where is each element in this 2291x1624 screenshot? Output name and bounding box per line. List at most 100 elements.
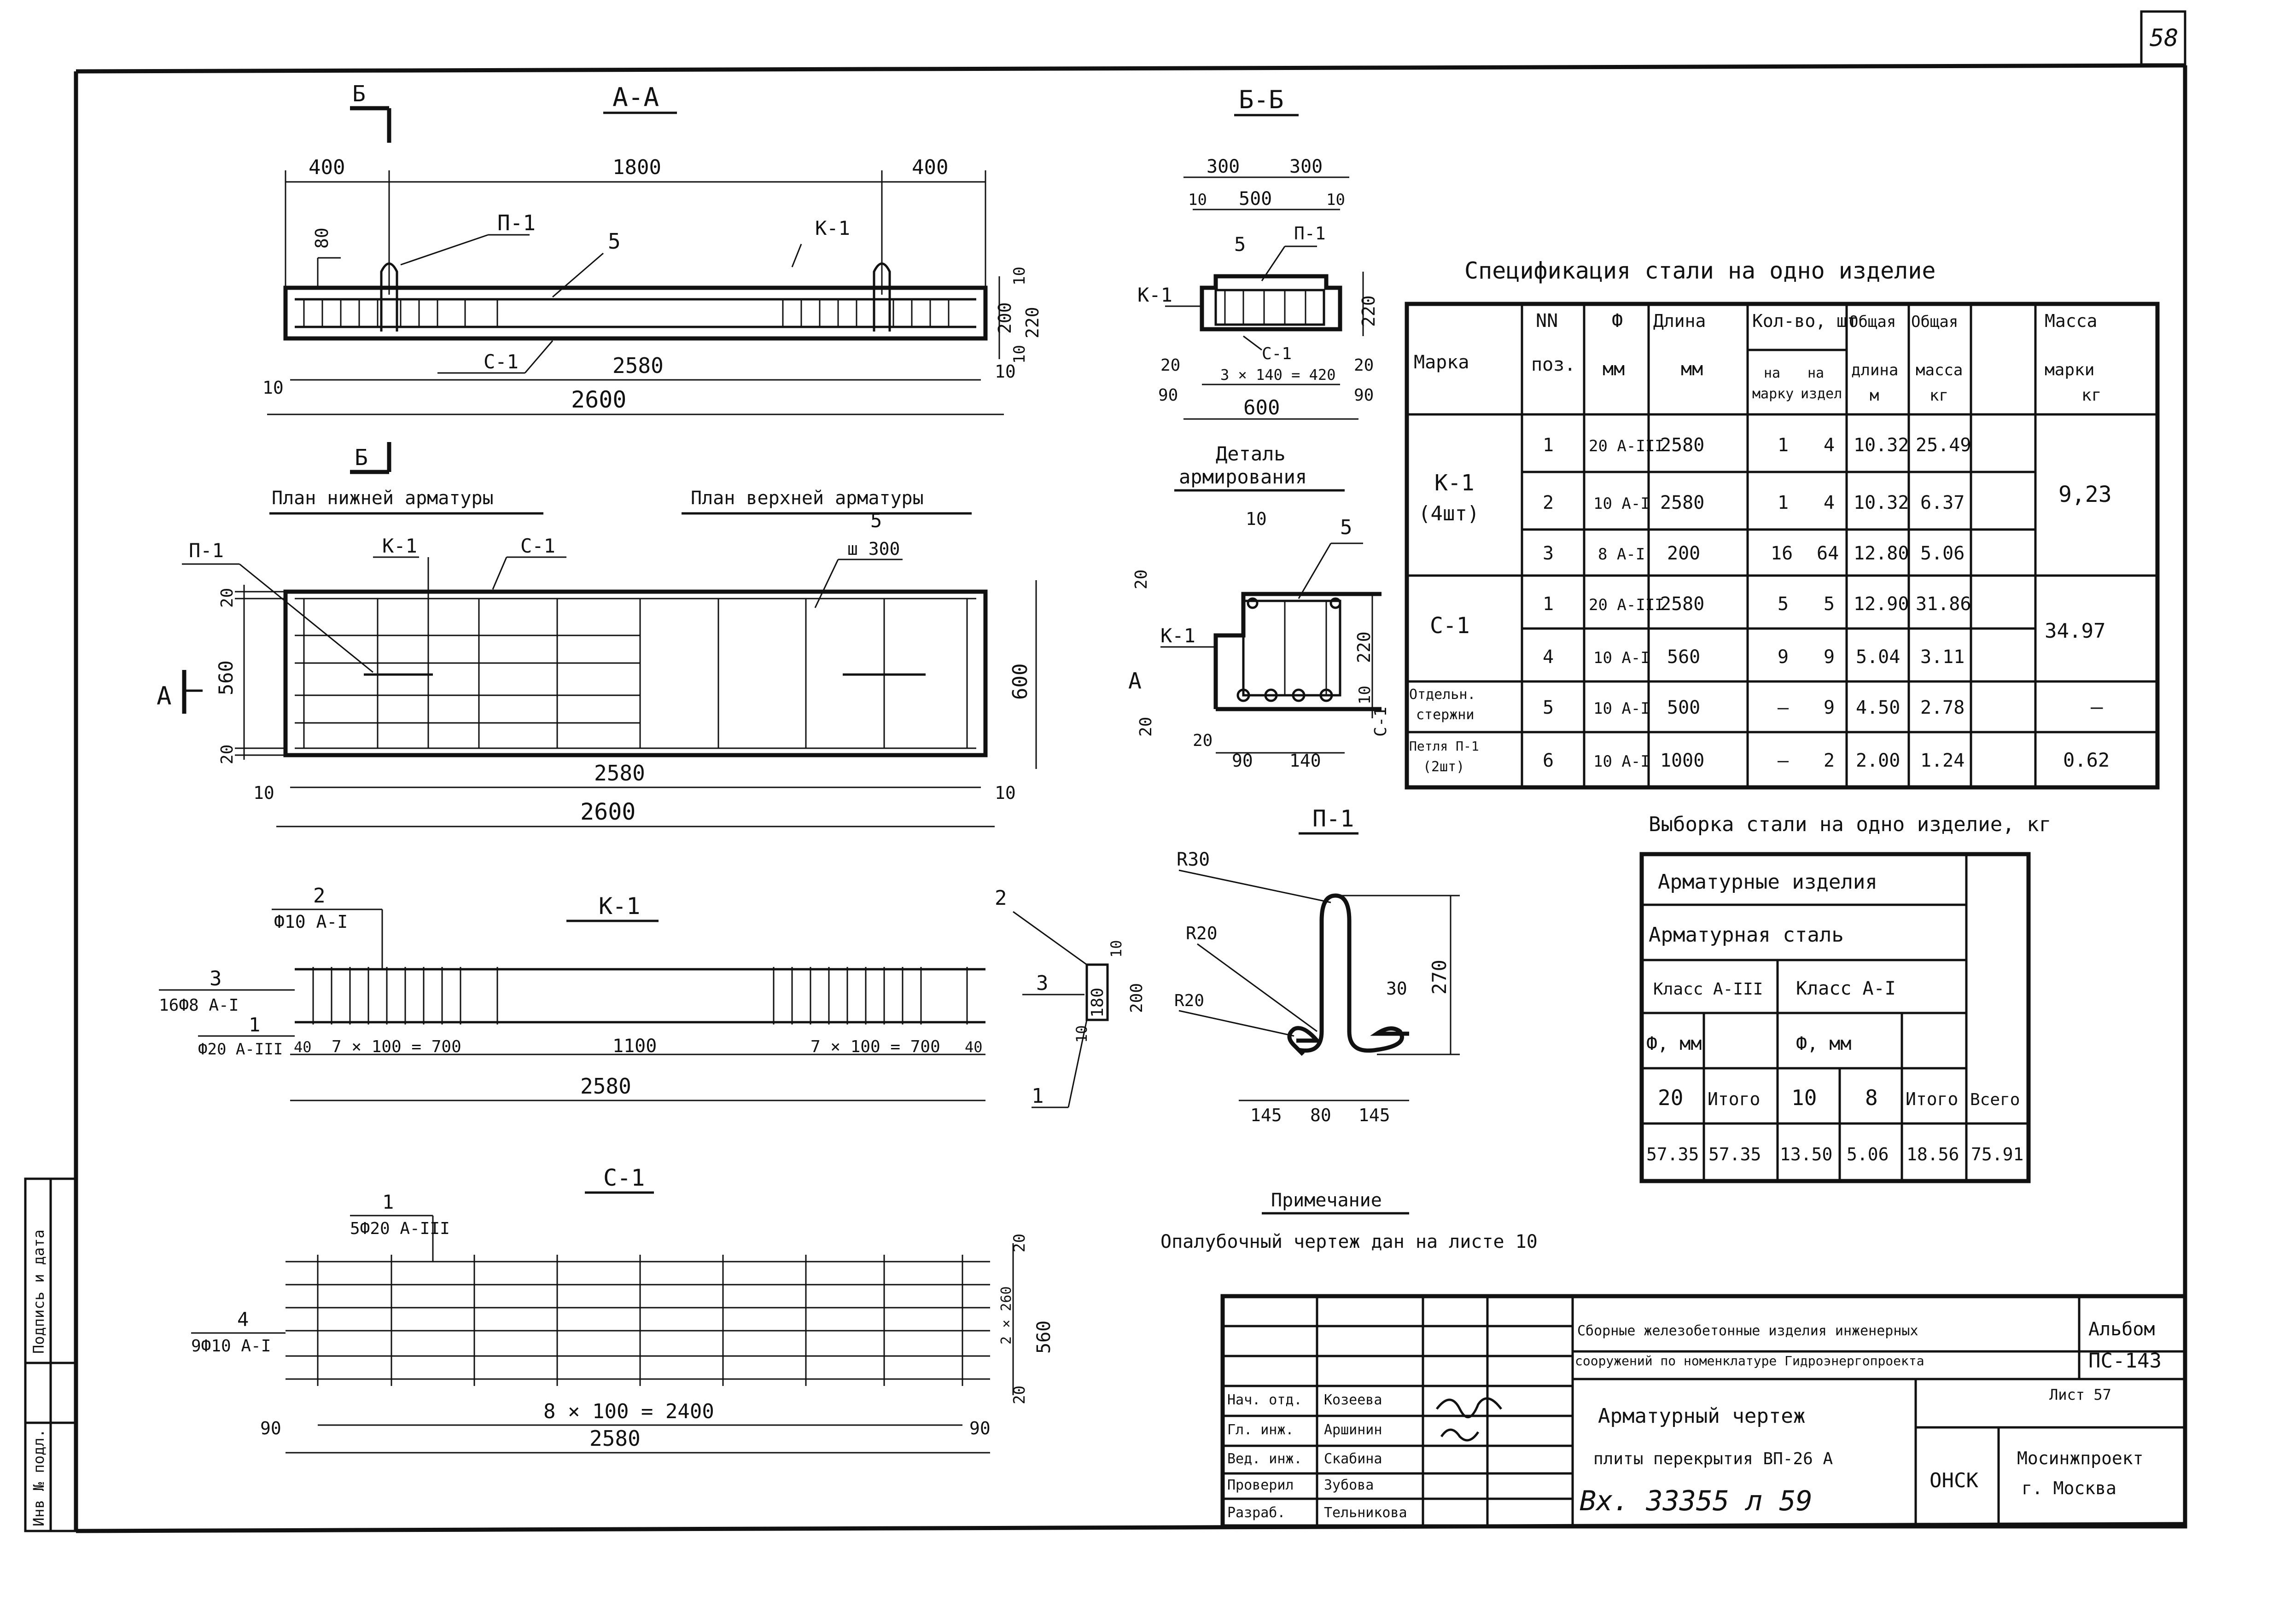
- plan-title-top: План верхней арматуры: [691, 488, 924, 509]
- svg-text:9: 9: [1824, 646, 1835, 668]
- svg-text:20 А-III: 20 А-III: [1589, 437, 1664, 455]
- svg-text:10.32: 10.32: [1854, 435, 1909, 456]
- spec-row-k1-3: 3 8 А-I 200 16 64 12.80 5.06: [1543, 543, 1965, 564]
- page-number: 58: [2150, 24, 2179, 52]
- detail-dim-20-top: 20: [1132, 570, 1151, 589]
- detail-dim-90: 90: [1232, 751, 1253, 771]
- svg-text:64: 64: [1817, 543, 1839, 564]
- selection-table: Выборка стали на одно изделие, кг Армату…: [1639, 813, 2051, 1183]
- selection-grand-total-label: Всего: [1970, 1090, 2020, 1109]
- signature-name-3: Скабина: [1324, 1451, 1382, 1467]
- title-block-project-1: Сборные железобетонные изделия инженерны…: [1577, 1323, 1918, 1339]
- spec-group-loop-mark-1: Петля П-1: [1409, 739, 1479, 754]
- svg-text:1.24: 1.24: [1920, 750, 1965, 771]
- section-bb-dim-90-right: 90: [1354, 386, 1374, 405]
- detail-title-2: армирования: [1179, 466, 1307, 488]
- section-bb-dim-300-right: 300: [1289, 156, 1323, 177]
- plan-cut-mark: Б: [355, 445, 368, 471]
- selection-dia-8: 8: [1865, 1085, 1878, 1110]
- frame-k1-callout-3-spec: 16Ф8 А-I: [159, 996, 239, 1015]
- section-bb-dim-500: 500: [1239, 188, 1272, 210]
- mesh-c1-dim-20-top: 20: [1010, 1234, 1029, 1252]
- section-aa-inner-length: 2580: [612, 353, 664, 378]
- detail-label-5: 5: [1340, 516, 1352, 539]
- detail-label-c1: С-1: [1371, 707, 1390, 737]
- spec-group-c1-mark: С-1: [1430, 613, 1470, 639]
- title-block: Сборные железобетонные изделия инженерны…: [1220, 1294, 2187, 1529]
- title-block-inventory: Вх. 33355 л 59: [1580, 1485, 1813, 1517]
- plan-end-gap-right: 10: [995, 783, 1016, 803]
- plan-dim-560: 560: [215, 660, 237, 695]
- detail-dim-10: 10: [1356, 686, 1374, 704]
- spec-header-total-len-2: длина: [1851, 361, 1898, 379]
- svg-text:2.00: 2.00: [1856, 750, 1900, 771]
- svg-text:10.32: 10.32: [1854, 492, 1909, 513]
- frame-k1-section-label-3: 3: [1036, 972, 1049, 995]
- svg-text:9: 9: [1778, 646, 1789, 668]
- loop-p1-radius-30: R30: [1177, 849, 1210, 870]
- title-block-album-1: Альбом: [2088, 1319, 2155, 1340]
- detail-label-a: А: [1128, 668, 1142, 694]
- frame-k1-section-label-2: 2: [995, 886, 1007, 910]
- section-bb-label-k1: К-1: [1137, 284, 1172, 306]
- loop-p1-hook-30: 30: [1386, 978, 1407, 999]
- spec-header-dia-2: мм: [1603, 359, 1625, 380]
- note-title: Примечание: [1271, 1190, 1382, 1211]
- signature-name-2: Аршинин: [1324, 1422, 1382, 1438]
- spec-header-mark: Марка: [1414, 352, 1469, 373]
- svg-text:20 А-III: 20 А-III: [1589, 596, 1664, 614]
- mesh-c1-dim-20-bottom: 20: [1010, 1385, 1029, 1404]
- svg-text:1000: 1000: [1660, 750, 1704, 771]
- svg-text:12.80: 12.80: [1854, 543, 1909, 564]
- handwritten-signature-2: [1440, 1428, 1480, 1442]
- svg-text:2580: 2580: [1660, 492, 1704, 513]
- section-aa-dim-10-top: 10: [1010, 267, 1029, 285]
- mesh-c1-title: С-1: [603, 1164, 645, 1191]
- svg-text:2: 2: [1824, 750, 1835, 771]
- selection-dia-20: 20: [1658, 1085, 1683, 1110]
- plan-title-bottom: План нижней арматуры: [272, 488, 494, 509]
- plan-dim-600: 600: [1009, 664, 1032, 700]
- frame-k1-dim-700-right: 7 × 100 = 700: [810, 1037, 940, 1056]
- spec-group-loop-mark-2: (2шт): [1423, 759, 1464, 775]
- loop-p1-radius-20-a: R20: [1186, 923, 1218, 943]
- frame-k1-dim-40-left: 40: [294, 1038, 312, 1056]
- spec-header-pos-2: поз.: [1531, 354, 1575, 375]
- svg-text:5.06: 5.06: [1920, 543, 1965, 564]
- section-bb-dim-220: 220: [1358, 295, 1379, 327]
- section-aa-dim-400-left: 400: [309, 156, 345, 179]
- section-aa-height-80: 80: [312, 227, 332, 249]
- mesh-c1-end-gap-right: 90: [969, 1418, 991, 1438]
- detail-dim-20-bottom-left: 20: [1193, 731, 1213, 750]
- handwritten-signature-1: [1436, 1397, 1502, 1419]
- svg-text:5: 5: [1824, 594, 1835, 615]
- section-aa-title: А-А: [612, 82, 659, 112]
- spec-header-qty-mark-2: марку: [1752, 386, 1794, 402]
- svg-text:500: 500: [1667, 697, 1700, 718]
- section-bb-label-5: 5: [1234, 233, 1246, 256]
- mesh-c1-total-length: 2580: [589, 1426, 641, 1451]
- svg-text:1: 1: [1543, 435, 1554, 456]
- title-block-sheet: Лист 57: [2049, 1386, 2111, 1403]
- frame-k1-total-length: 2580: [580, 1074, 631, 1099]
- mesh-c1-end-gap-left: 90: [260, 1418, 281, 1438]
- frame-k1-dim-40-right: 40: [965, 1038, 983, 1056]
- signature-name-5: Тельникова: [1324, 1505, 1407, 1521]
- section-bb-dim-10-right: 10: [1326, 191, 1345, 209]
- spec-header-length-2: мм: [1681, 359, 1703, 380]
- svg-text:2580: 2580: [1660, 435, 1704, 456]
- spec-row-k1-2: 2 10 А-I 2580 1 4 10.32 6.37: [1543, 492, 1965, 513]
- spec-group-loop-mass: 0.62: [2063, 749, 2110, 771]
- spec-header-mass-1: Масса: [2045, 311, 2097, 331]
- frame-k1-section-dim-10-bottom: 10: [1073, 1025, 1090, 1043]
- reinforcement-detail: Деталь армирования 10 5 К-1 А С-1 20 20 …: [1128, 442, 1390, 771]
- signature-role-1: Нач. отд.: [1227, 1392, 1302, 1408]
- detail-title-1: Деталь: [1216, 442, 1286, 465]
- section-aa-total-length: 2600: [571, 386, 626, 413]
- selection-dia-label-1: Ф, мм: [1646, 1033, 1702, 1054]
- stamp-strip-label-2: Подпись и дата: [30, 1229, 47, 1354]
- sheet-frame: 58 Инв № подл. Подпись и дата: [24, 10, 2187, 1533]
- svg-text:25.49: 25.49: [1916, 435, 1971, 456]
- svg-text:4: 4: [1824, 435, 1835, 456]
